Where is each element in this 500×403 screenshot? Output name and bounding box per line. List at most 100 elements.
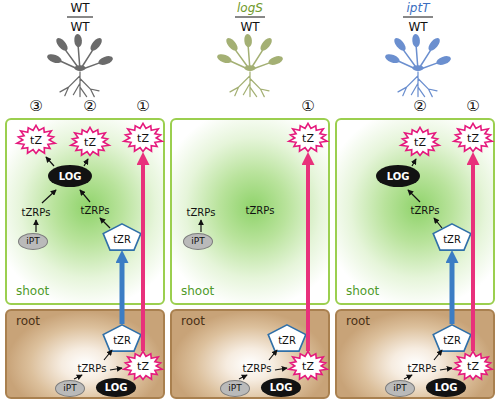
tz-starburst: tZ: [70, 127, 110, 157]
molecule-label: iPT: [228, 383, 241, 393]
root-compartment: roottZRtZiPTLOG: [5, 309, 165, 399]
starburst-outline: [454, 351, 492, 379]
reaction-arrow: [84, 159, 88, 166]
molecule-label: iPT: [63, 383, 76, 393]
tz-starburst: tZ: [453, 351, 493, 381]
log-enzyme-ellipse: LOG: [48, 165, 92, 187]
tz-starburst: tZ: [288, 351, 328, 381]
genotype-label: WT: [408, 20, 427, 34]
pentagon-outline: [103, 224, 141, 250]
molecule-label: iPT: [393, 383, 406, 393]
callout-number: ③: [29, 97, 42, 115]
molecule-label: tZR: [278, 335, 296, 346]
starburst-outline: [401, 127, 439, 155]
compartment-label: shoot: [16, 284, 49, 298]
molecule-label: tZ: [467, 132, 479, 145]
metabolite-label: tZRPs: [187, 207, 216, 218]
ipt-enzyme-ellipse: iPT: [220, 380, 250, 397]
fraction-bar: [235, 17, 265, 18]
molecule-label: tZR: [113, 234, 131, 245]
tz-transport-arrow: [306, 165, 310, 351]
starburst-outline: [124, 351, 162, 379]
tz-transport-arrow: [471, 165, 475, 351]
molecule-label: tZ: [137, 360, 149, 373]
genotype-label: WT: [70, 20, 89, 34]
molecule-label: tZ: [30, 134, 42, 147]
plant-silhouette: [384, 34, 452, 97]
molecule-label: LOG: [59, 171, 82, 182]
metabolite-label: tZRPs: [78, 363, 107, 374]
log-enzyme-ellipse: LOG: [426, 378, 466, 397]
log-enzyme-ellipse: LOG: [376, 165, 420, 187]
starburst-outline: [17, 125, 55, 153]
tzr-pentagon: tZR: [102, 223, 142, 251]
tzr-pentagon: tZR: [432, 223, 472, 251]
metabolite-label: tZRPs: [408, 363, 437, 374]
molecule-label: tZ: [302, 132, 314, 145]
molecule-label: tZ: [302, 360, 314, 373]
root-compartment: root tZR tZ iPT LOG: [170, 309, 330, 399]
compartment-label: shoot: [181, 284, 214, 298]
metabolite-label: tZRPs: [411, 205, 440, 216]
plant-silhouette: [216, 34, 284, 97]
compartment-label: root: [346, 314, 370, 328]
molecule-label: LOG: [105, 382, 128, 393]
molecule-label: LOG: [270, 382, 293, 393]
ipt-enzyme-ellipse: iPT: [55, 380, 85, 397]
callout-number: ①: [301, 97, 314, 115]
tz-starburst: tZ: [453, 123, 493, 153]
pentagon-outline: [268, 325, 306, 351]
tz-transport-arrow: [141, 165, 145, 351]
reaction-arrow: [412, 159, 416, 166]
starburst-outline: [289, 351, 327, 379]
molecule-label: tZ: [414, 136, 426, 149]
reaction-arrow: [100, 218, 110, 228]
reaction-arrow: [80, 190, 90, 202]
ipt-enzyme-ellipse: iPT: [183, 233, 213, 250]
pentagon-outline: [433, 325, 471, 351]
tz-starburst: tZ: [400, 127, 440, 157]
reaction-arrow: [35, 220, 36, 232]
tzr-transport-arrow: [450, 263, 455, 324]
reaction-arrow: [408, 190, 420, 202]
callout-number: ①: [466, 97, 479, 115]
metabolite-label: tZRPs: [22, 207, 51, 218]
molecule-label: tZ: [137, 132, 149, 145]
metabolite-label: tZRPs: [243, 363, 272, 374]
ipt-enzyme-ellipse: iPT: [385, 380, 415, 397]
molecule-label: tZR: [443, 335, 461, 346]
root-reaction-arrows: [74, 350, 122, 379]
genotype-label: iptT: [407, 1, 430, 15]
molecule-label: LOG: [387, 171, 410, 182]
tzr-pentagon: tZR: [267, 324, 307, 352]
molecule-label: tZ: [84, 136, 96, 149]
molecule-label: iPT: [191, 236, 204, 246]
compartment-label: shoot: [346, 284, 379, 298]
callout-number: ②: [413, 97, 426, 115]
metabolite-label: tZRPs: [81, 205, 110, 216]
molecule-label: tZR: [443, 234, 461, 245]
molecule-label: tZR: [113, 335, 131, 346]
reaction-arrow: [434, 218, 442, 228]
metabolite-label: tZRPs: [246, 205, 275, 216]
fraction-bar: [403, 17, 433, 18]
shoot-reaction-arrows: [36, 157, 442, 232]
pentagon-outline: [103, 325, 141, 351]
reaction-arrow: [74, 375, 82, 379]
tzr-transport-arrow: [120, 263, 125, 324]
reaction-arrow: [104, 350, 112, 360]
genotype-label: WT: [70, 1, 89, 15]
reaction-arrow: [110, 368, 122, 370]
genotype-label: logS: [237, 1, 263, 15]
reaction-arrow: [42, 190, 56, 203]
genotype-label: WT: [240, 20, 259, 34]
tz-starburst: tZ: [123, 123, 163, 153]
ipt-enzyme-ellipse: iPT: [18, 233, 48, 250]
fraction-bar: [67, 17, 93, 18]
molecule-label: iPT: [26, 236, 39, 246]
compartment-label: root: [181, 314, 205, 328]
starburst-outline: [71, 127, 109, 155]
fraction-bars: [67, 17, 433, 18]
plant-silhouette: [46, 34, 114, 97]
